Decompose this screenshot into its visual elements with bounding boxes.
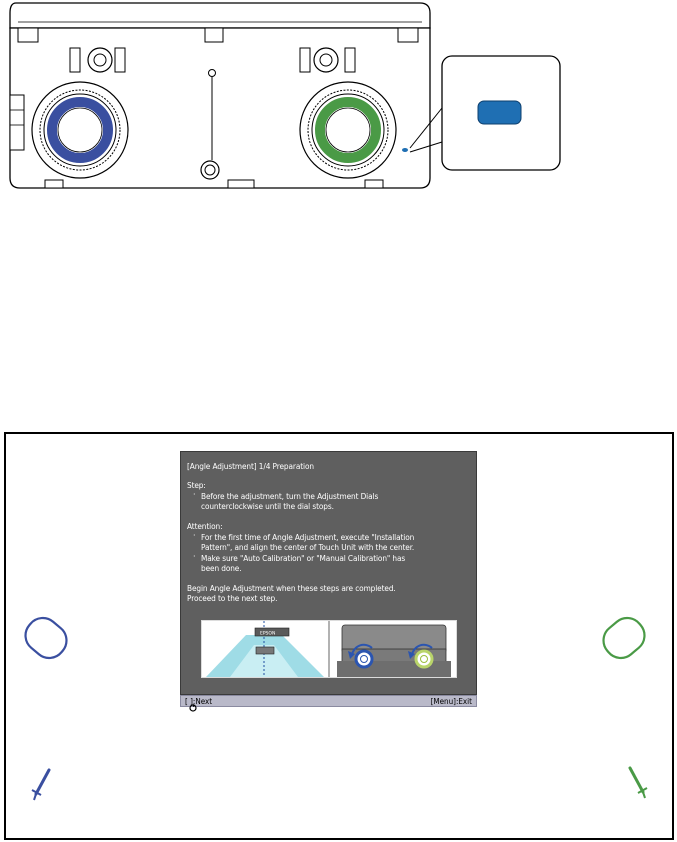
dials-diagram <box>337 624 451 677</box>
dialog-title: [Angle Adjustment] 1/4 Preparation <box>187 461 314 471</box>
indicator-light <box>402 148 408 152</box>
left-screw-mount <box>69 47 126 73</box>
adjustment-illustration: EPSON <box>201 620 457 678</box>
green-dial-outline-icon <box>602 616 646 660</box>
closing-line: Begin Angle Adjustment when these steps … <box>187 583 396 593</box>
next-hint[interactable]: [ ]:Next <box>185 696 212 707</box>
right-screw-mount <box>299 47 356 73</box>
attention-line: been done. <box>201 563 242 573</box>
adjustment-illustration-graphic: EPSON <box>206 621 451 677</box>
exit-hint[interactable]: [Menu]:Exit <box>430 697 472 706</box>
green-pen-icon <box>628 766 648 799</box>
attention-bullet: · <box>193 531 196 540</box>
touch-unit-illustration <box>9 2 561 189</box>
next-label: [ ]:Next <box>185 697 213 706</box>
touch-unit-diagram: EPSON <box>206 621 324 677</box>
center-guide <box>200 69 220 180</box>
right-adjustment-dial <box>299 81 397 179</box>
attention-line: Make sure "Auto Calibration" or "Manual … <box>201 553 406 563</box>
step-line: Before the adjustment, turn the Adjustme… <box>201 491 379 501</box>
closing-line: Proceed to the next step. <box>187 593 278 603</box>
attention-heading: Attention: <box>187 521 223 531</box>
step-heading: Step: <box>187 480 206 490</box>
blue-pen-icon <box>31 768 51 801</box>
indicator-callout <box>409 55 561 171</box>
step-bullet: · <box>193 490 196 499</box>
dialog-footer: [ ]:Next [Menu]:Exit <box>180 695 477 712</box>
attention-line: For the first time of Angle Adjustment, … <box>201 532 415 542</box>
enter-icon <box>189 697 197 712</box>
step-line: counterclockwise until the dial stops. <box>201 501 334 511</box>
unit-label: EPSON <box>260 631 275 637</box>
blue-dial-outline-icon <box>24 616 68 660</box>
attention-line: Pattern", and align the center of Touch … <box>201 542 415 552</box>
attention-bullet: · <box>193 552 196 561</box>
left-adjustment-dial <box>31 81 129 179</box>
